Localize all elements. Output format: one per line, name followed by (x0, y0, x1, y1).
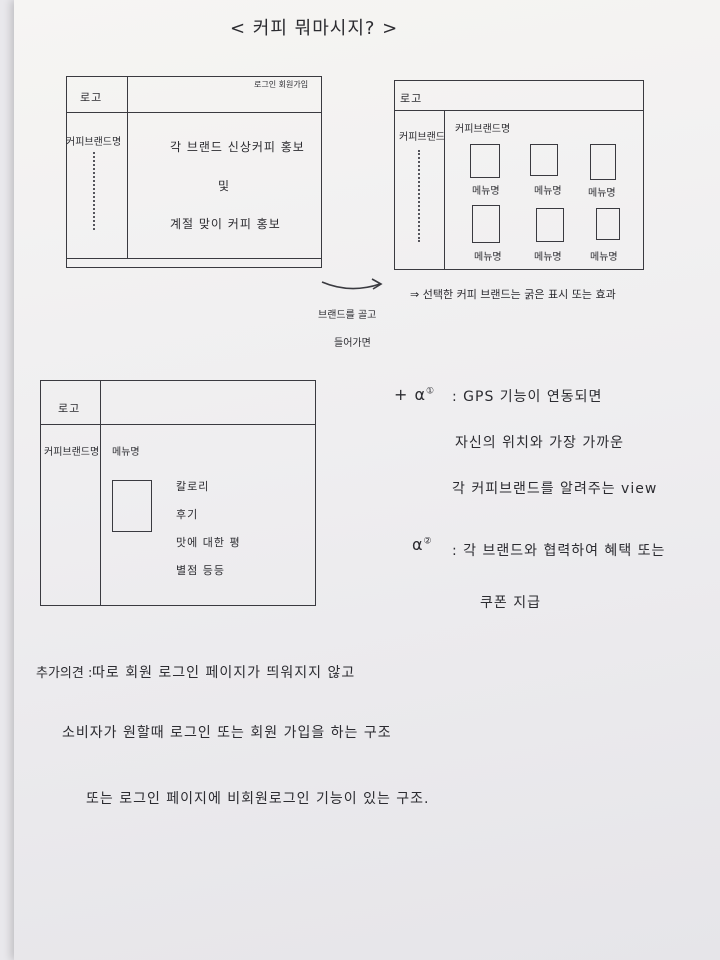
wireframe-detail-header-divider (40, 424, 316, 425)
alpha-note-2-prefix: α (412, 535, 424, 554)
wireframe-brand-frame (394, 80, 644, 270)
wireframe-brand-main-label: 커피브랜드명 (455, 124, 511, 135)
wireframe-brand-sidebar-label: 커피브랜드 (399, 132, 445, 143)
alpha-note-1-prefix: + α (394, 385, 427, 404)
menu-detail-rating: 별점 등등 (176, 564, 225, 577)
page-title: < 커피 뭐마시지? > (230, 18, 399, 39)
wireframe-home-promo-line1: 각 브랜드 신상커피 홍보 (170, 140, 305, 154)
wireframe-detail-menu-label: 메뉴명 (112, 447, 140, 458)
wireframe-detail-logo: 로고 (58, 402, 81, 415)
menu-item-thumbnail (590, 144, 616, 180)
additional-comments-label: 추가의견 : (36, 666, 93, 681)
alpha-note-1-line2: 자신의 위치와 가장 가까운 (455, 435, 625, 451)
alpha-note-2-index: ② (423, 536, 433, 547)
wireframe-home-promo-line2: 및 (218, 179, 231, 193)
flow-arrow-icon (321, 278, 383, 290)
alpha-note-1-line3: 각 커피브랜드를 알려주는 view (452, 481, 658, 497)
alpha-note-1-index: ① (426, 386, 436, 397)
menu-item-label: 메뉴명 (474, 252, 502, 263)
wireframe-home-sidebar-dots (93, 152, 95, 230)
wireframe-detail-sidebar-label: 커피브랜드명 (44, 447, 100, 458)
menu-item-thumbnail (530, 144, 558, 176)
menu-item-thumbnail (536, 208, 564, 242)
selection-effect-note: ⇒ 선택한 커피 브랜드는 굵은 표시 또는 효과 (410, 288, 616, 301)
menu-item-label: 메뉴명 (590, 252, 618, 263)
menu-item-thumbnail (470, 144, 500, 178)
additional-comments-line3: 또는 로그인 페이지에 비회원로그인 기능이 있는 구조. (86, 791, 430, 807)
additional-comments-line2: 소비자가 원할때 로그인 또는 회원 가입을 하는 구조 (62, 725, 392, 741)
menu-detail-image (112, 480, 152, 532)
wireframe-home-sidebar-label: 커피브랜드명 (66, 137, 122, 148)
menu-item-label: 메뉴명 (472, 186, 500, 197)
menu-item-label: 메뉴명 (588, 188, 616, 199)
flow-note-line1: 브랜드를 골고 (318, 310, 377, 321)
alpha-note-2-marker: α② (412, 535, 433, 554)
wireframe-detail-frame (40, 380, 316, 606)
wireframe-home-logo: 로고 (80, 91, 103, 104)
menu-detail-calories: 칼로리 (176, 480, 210, 493)
wireframe-home-login-signup: 로그인 회원가입 (254, 80, 309, 89)
wireframe-brand-header-divider (394, 110, 644, 111)
wireframe-home-frame (66, 76, 322, 268)
wireframe-home-promo-line3: 계절 맞이 커피 홍보 (170, 217, 281, 231)
alpha-note-1-marker: + α① (394, 385, 435, 404)
wireframe-detail-sidebar-divider (100, 380, 101, 606)
alpha-note-1-line1: : GPS 기능이 연동되면 (452, 389, 603, 405)
menu-detail-taste: 맛에 대한 평 (176, 536, 241, 549)
menu-item-label: 메뉴명 (534, 186, 562, 197)
alpha-note-2-line2: 쿠폰 지급 (480, 595, 541, 611)
menu-item-label: 메뉴명 (534, 252, 562, 263)
wireframe-brand-logo: 로고 (400, 92, 423, 105)
menu-item-thumbnail (596, 208, 620, 240)
menu-detail-reviews: 후기 (176, 508, 199, 521)
wireframe-home-header-divider (66, 112, 322, 113)
wireframe-brand-sidebar-divider (444, 110, 445, 270)
additional-comments-line1: 따로 회원 로그인 페이지가 띄워지지 않고 (92, 665, 356, 681)
flow-note-line2: 들어가면 (334, 338, 371, 349)
menu-item-thumbnail (472, 205, 500, 243)
alpha-note-2-line1: : 각 브랜드와 협력하여 혜택 또는 (452, 543, 666, 559)
wireframe-brand-sidebar-dots (418, 150, 420, 242)
wireframe-home-sidebar-divider (127, 76, 128, 258)
wireframe-home-footer-divider (66, 258, 322, 259)
